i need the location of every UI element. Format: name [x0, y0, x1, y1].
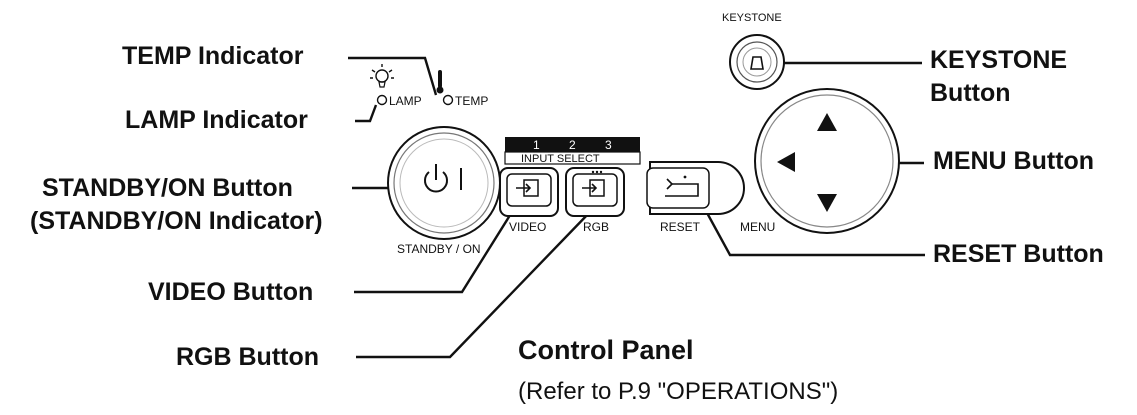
input-arrow-icon	[582, 170, 605, 197]
reset-button-label: RESET Button	[933, 240, 1104, 268]
input-arrow-icon	[516, 179, 539, 197]
lamp-indicator-label: LAMP Indicator	[125, 106, 308, 134]
keystone-button[interactable]	[729, 34, 785, 90]
rgb-panel-label: RGB	[583, 220, 609, 234]
input-number-1: 1	[533, 138, 540, 152]
standby-on-button[interactable]	[387, 126, 501, 240]
caption-reference: (Refer to P.9 "OPERATIONS")	[518, 378, 838, 405]
reset-button[interactable]	[646, 161, 746, 215]
standby-indicator-label: (STANDBY/ON Indicator)	[30, 207, 323, 235]
input-select-number-bar	[505, 137, 640, 152]
rgb-button[interactable]	[565, 167, 625, 217]
lamp-indicator-light	[376, 94, 388, 106]
temp-indicator-label: TEMP Indicator	[122, 42, 304, 70]
reset-arrow-icon	[665, 175, 699, 197]
arrow-up-icon[interactable]	[817, 113, 837, 131]
power-icon	[424, 164, 462, 193]
thermometer-icon	[436, 70, 444, 94]
video-button[interactable]	[499, 167, 559, 217]
standby-button-label: STANDBY/ON Button	[42, 174, 293, 202]
caption-title: Control Panel	[518, 335, 694, 365]
lamp-panel-label: LAMP	[389, 94, 422, 108]
lamp-bulb-icon	[370, 64, 394, 88]
direction-pad[interactable]	[754, 88, 900, 234]
keystone-panel-label: KEYSTONE	[722, 12, 782, 24]
reset-panel-label: RESET	[660, 220, 701, 234]
input-number-2: 2	[569, 138, 576, 152]
temp-indicator-light	[442, 94, 454, 106]
menu-button-label: MENU Button	[933, 147, 1094, 175]
input-select-label: INPUT SELECT	[521, 153, 600, 165]
lamp-leader-line	[355, 104, 378, 123]
reset-leader-line	[698, 199, 925, 257]
temp-leader-line	[348, 56, 438, 96]
keystone-button-label-line2: Button	[930, 79, 1011, 107]
input-number-3: 3	[605, 138, 612, 152]
video-panel-label: VIDEO	[509, 220, 546, 234]
arrow-left-icon[interactable]	[777, 152, 795, 172]
keystone-icon	[750, 56, 764, 70]
temp-panel-label: TEMP	[455, 94, 488, 108]
video-button-label: VIDEO Button	[148, 278, 313, 306]
input-select-label-bar	[504, 151, 641, 165]
standby-on-panel-label: STANDBY / ON	[397, 242, 481, 256]
keystone-button-label-line1: KEYSTONE	[930, 46, 1067, 74]
menu-panel-label: MENU	[740, 220, 775, 234]
rgb-leader-line	[356, 211, 591, 359]
rgb-button-label: RGB Button	[176, 343, 319, 371]
video-leader-line	[354, 211, 514, 294]
arrow-down-icon[interactable]	[817, 194, 837, 212]
